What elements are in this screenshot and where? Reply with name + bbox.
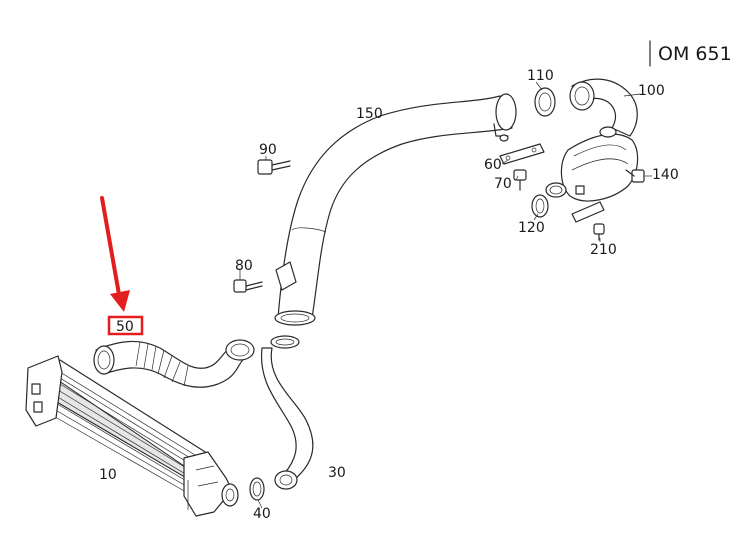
intercooler-part-10[interactable] <box>25 355 239 517</box>
elbow-pipe-part-100[interactable] <box>569 78 638 137</box>
bracket-part-210[interactable] <box>571 201 605 241</box>
part-label-30[interactable]: 30 <box>328 465 346 481</box>
screw-part-90[interactable] <box>257 159 291 175</box>
part-label-120[interactable]: 120 <box>518 220 545 236</box>
part-labels: 10 30 40 50 60 70 80 90 100 110 120 140 … <box>99 68 679 522</box>
part-label-80[interactable]: 80 <box>235 258 253 274</box>
charge-air-pipe-part-150[interactable] <box>274 93 517 326</box>
highlight-marker <box>100 196 144 336</box>
gasket-part-110[interactable] <box>534 87 556 117</box>
part-label-70[interactable]: 70 <box>494 176 512 192</box>
part-label-50[interactable]: 50 <box>116 319 134 335</box>
engine-code: OM 651 <box>658 43 732 65</box>
screw-part-70[interactable] <box>513 169 527 191</box>
highlight-arrowhead <box>110 290 130 312</box>
highlight-arrow <box>100 196 122 302</box>
part-label-60[interactable]: 60 <box>484 157 502 173</box>
screw-part-80[interactable] <box>233 279 263 293</box>
part-label-90[interactable]: 90 <box>259 142 277 158</box>
engine-code-box: OM 651 <box>649 40 732 67</box>
part-label-150[interactable]: 150 <box>356 106 383 122</box>
charge-air-hose-part-50[interactable] <box>93 339 255 388</box>
leader-lines <box>239 81 652 509</box>
o-ring-part-40[interactable] <box>249 477 265 501</box>
part-label-10[interactable]: 10 <box>99 467 117 483</box>
charge-air-hose-part-30[interactable] <box>260 335 314 490</box>
part-label-140[interactable]: 140 <box>652 167 679 183</box>
part-label-100[interactable]: 100 <box>638 83 665 99</box>
highlight-box <box>107 315 144 336</box>
part-label-110[interactable]: 110 <box>527 68 554 84</box>
part-label-210[interactable]: 210 <box>590 242 617 258</box>
pipe-housing[interactable] <box>545 126 639 202</box>
part-label-40[interactable]: 40 <box>253 506 271 522</box>
bracket-part-60[interactable] <box>499 143 545 165</box>
gasket-part-120[interactable] <box>531 194 549 218</box>
